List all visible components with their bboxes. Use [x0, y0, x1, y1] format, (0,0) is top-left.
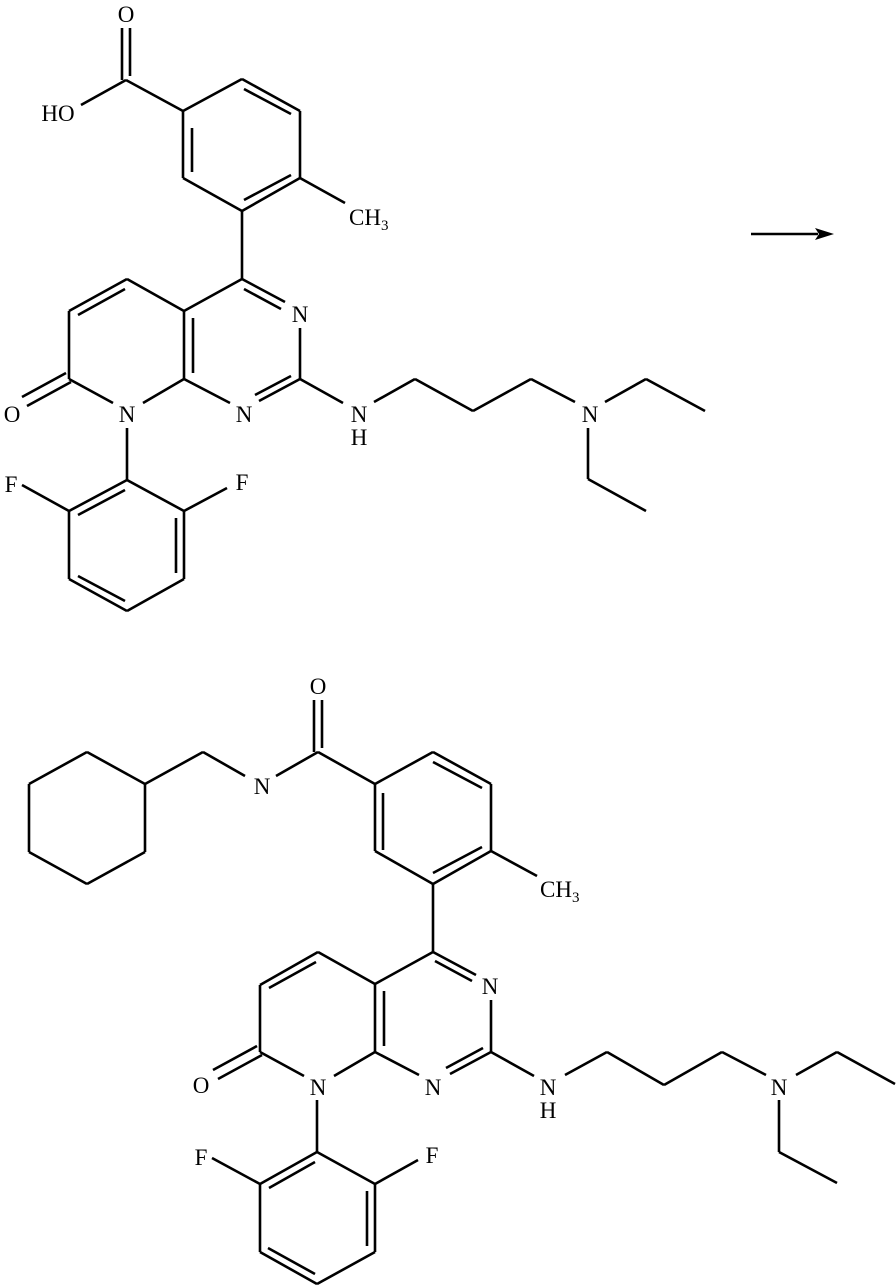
product-fluorine-right: F: [426, 1143, 439, 1168]
arrow-head-icon: [815, 228, 834, 240]
tolyl-ring: [181, 77, 346, 279]
reactant-nh-nitrogen: N: [351, 402, 368, 427]
product-n1: N: [425, 1075, 442, 1100]
difluorophenyl-ring: [21, 478, 228, 613]
reactant-fluorine-right: F: [236, 470, 249, 495]
product-amide-nitrogen: N: [254, 774, 271, 799]
product-tolyl-ring: [373, 750, 538, 952]
product-amine-nitrogen: N: [771, 1075, 788, 1100]
carboxyl-group: [80, 28, 184, 113]
reactant-hydroxyl: HO: [41, 101, 74, 126]
product-structure: O N CH3 N N N O N H N F F: [27, 674, 896, 1286]
amide-group: [275, 700, 376, 786]
reactant-methyl: CH3: [349, 205, 388, 234]
product-lactam-oxygen: O: [193, 1073, 210, 1098]
product-fluorine-left: F: [195, 1145, 208, 1170]
reactant-nh-hydrogen: H: [351, 425, 368, 450]
cyclohexane-ring: [27, 750, 246, 886]
reactant-n3: N: [292, 302, 309, 327]
reactant-amine-nitrogen: N: [582, 402, 599, 427]
pyridone-ring: [21, 277, 185, 480]
reactant-fluorine-left: F: [5, 472, 18, 497]
product-nh-nitrogen: N: [540, 1075, 557, 1100]
product-n3: N: [482, 974, 499, 999]
reactant-n1: N: [236, 402, 253, 427]
pyrimidine-ring: [182, 277, 344, 405]
product-difluorophenyl-ring: [211, 1150, 419, 1286]
reactant-structure: O HO CH3 N N N O N H N F F: [4, 2, 706, 613]
reactant-n8: N: [119, 402, 136, 427]
product-pyridone-ring: [212, 950, 376, 1152]
reactant-lactam-oxygen: O: [4, 402, 21, 427]
product-pyrimidine-ring: [373, 950, 535, 1078]
product-methyl: CH3: [540, 877, 579, 906]
diethylaminopropyl-chain: [373, 377, 706, 513]
product-diethylaminopropyl-chain: [564, 1050, 896, 1185]
product-n8: N: [310, 1075, 327, 1100]
reaction-arrow: [751, 228, 834, 240]
reactant-carbonyl-oxygen: O: [118, 2, 135, 27]
product-nh-hydrogen: H: [540, 1098, 557, 1123]
product-carbonyl-oxygen: O: [310, 674, 327, 699]
